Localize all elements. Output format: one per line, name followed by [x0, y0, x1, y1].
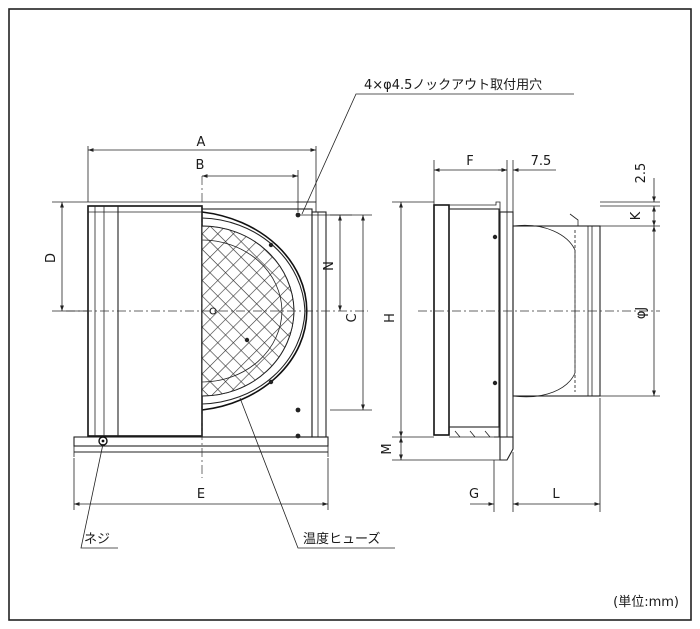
dim-n-label: N: [322, 261, 337, 271]
drawing-border: [8, 8, 692, 621]
dim-e-label: E: [197, 487, 205, 502]
dim-b-label: B: [196, 158, 205, 173]
dim-c-label: C: [345, 313, 360, 322]
dim-d-label: D: [44, 253, 59, 263]
dim-k-label: K: [629, 211, 644, 220]
dim-h-label: H: [383, 313, 398, 323]
dim-a-label: A: [197, 135, 206, 150]
dim-2-5-label: 2.5: [634, 163, 649, 184]
unit-note: (単位:mm): [613, 594, 679, 610]
screw-callout: ネジ: [84, 532, 110, 547]
dim-phi-j-label: φJ: [634, 307, 649, 319]
dim-m-label: M: [380, 443, 395, 454]
dim-l-label: L: [552, 487, 560, 502]
dim-f-label: F: [466, 154, 473, 169]
fuse-callout: 温度ヒューズ: [303, 531, 380, 547]
side-view: F 7.5 2.5 K φJ H M G: [380, 154, 660, 512]
dim-7-5-label: 7.5: [531, 154, 552, 169]
dim-g-label: G: [469, 487, 479, 502]
front-view: A B D N C E 4×φ4.5ノックアウト取付用穴 ネジ 温度ヒューズ: [44, 78, 574, 549]
knockout-note: 4×φ4.5ノックアウト取付用穴: [364, 78, 542, 93]
